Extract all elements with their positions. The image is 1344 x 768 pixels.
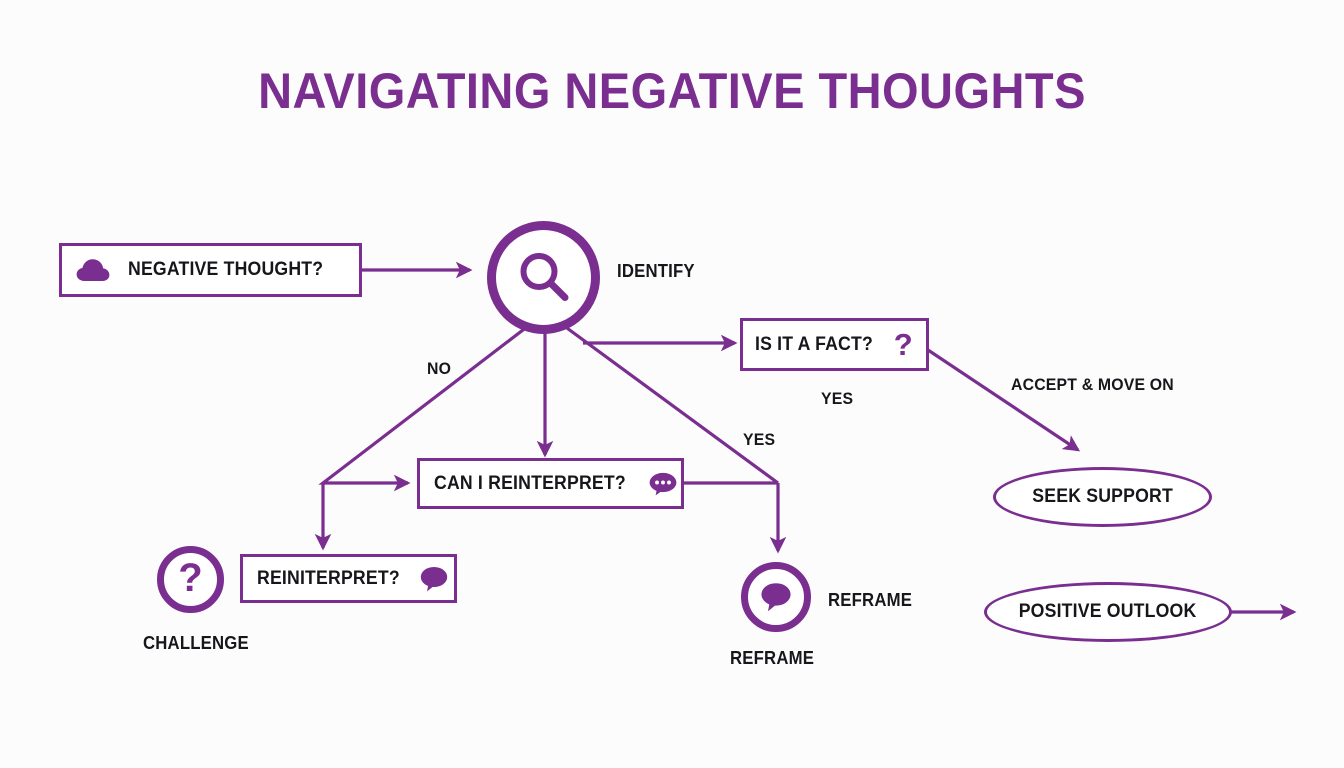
- caption-challenge: CHALLENGE: [143, 633, 249, 653]
- node-negative-thought[interactable]: NEGATIVE THOUGHT?: [59, 243, 362, 297]
- node-identify-circle[interactable]: [487, 221, 600, 334]
- node-positive-outlook[interactable]: POSITIVE OUTLOOK: [984, 582, 1232, 642]
- edge-label-yes-fact: YES: [821, 389, 854, 408]
- speech-bubble-icon: [759, 582, 793, 612]
- node-reframe-circle[interactable]: [741, 562, 811, 632]
- caption-reframe-below: REFRAME: [730, 648, 815, 668]
- node-can-i-reinterpret[interactable]: CAN I REINTERPRET?: [417, 458, 684, 509]
- edge-label-accept-move-on: ACCEPT & MOVE ON: [1011, 375, 1174, 394]
- node-seek-support[interactable]: SEEK SUPPORT: [993, 467, 1212, 527]
- caption-identify: IDENTIFY: [617, 261, 695, 281]
- node-positive-outlook-label: POSITIVE OUTLOOK: [1019, 601, 1197, 622]
- speech-bubble-icon: [419, 566, 449, 592]
- question-mark-icon: ?: [893, 327, 913, 362]
- page-title: NAVIGATING NEGATIVE THOUGHTS: [258, 63, 1086, 119]
- node-reiniterpret[interactable]: REINITERPRET?: [240, 554, 457, 603]
- caption-reframe-right: REFRAME: [828, 590, 913, 610]
- node-negative-thought-label: NEGATIVE THOUGHT?: [128, 259, 324, 280]
- node-seek-support-label: SEEK SUPPORT: [1032, 486, 1173, 507]
- edge-is-it-a-fact-to-seek-support: [927, 348, 1081, 452]
- speech-bubble-dots-icon: [649, 472, 677, 496]
- node-challenge-circle[interactable]: ?: [157, 546, 224, 613]
- edge-label-yes-reframe: YES: [743, 430, 776, 449]
- question-mark-icon: ?: [178, 556, 203, 600]
- node-is-it-a-fact[interactable]: IS IT A FACT? ?: [740, 318, 929, 371]
- magnifier-icon: [513, 247, 575, 309]
- node-can-i-reinterpret-label: CAN I REINTERPRET?: [434, 472, 626, 494]
- node-is-it-a-fact-label: IS IT A FACT?: [755, 333, 873, 355]
- cloud-icon: [76, 257, 110, 283]
- edge-label-no: NO: [427, 359, 452, 378]
- node-reiniterpret-label: REINITERPRET?: [257, 567, 400, 589]
